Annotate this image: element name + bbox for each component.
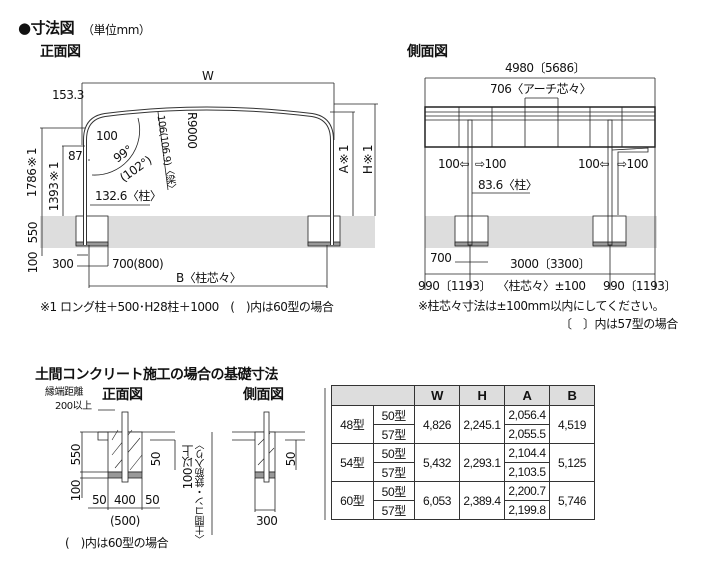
dim-b: B〈柱芯々〉 [176,271,242,285]
foundation-front-heading: 正面図 [102,387,143,403]
sub-model-cell: 50型 [372,481,415,501]
dim-153: 153.3 [52,88,84,102]
side-dim-700: 700 [430,251,452,265]
found-depth-label: 100以上 [181,445,195,490]
foundation-side-heading: 側面図 [243,387,284,403]
edge-distance-value: 200以上 [55,401,92,412]
a-cell: 2,056.4 [504,405,550,425]
sub-model-cell: 57型 [372,462,415,482]
side-dim-span: 3000〔3300〕 [510,257,591,271]
dim-300: 300 [52,257,74,271]
foundation-note: ( )内は60型の場合 [65,536,169,550]
header-h: H [459,385,505,406]
dim-h: H※1 [361,145,375,175]
table-row: 48型 50型 4,826 2,245.1 2,056.4 4,519 [331,405,595,444]
found-dim-500: (500) [110,514,140,528]
found-dim-50-right: 50 [145,493,160,507]
table-row: 60型 50型 6,053 2,389.4 2,200.7 5,746 [331,481,595,520]
found-dim-100: 100 [69,480,83,502]
model-cell: 60型 [331,481,374,520]
dim-total: 4980〔5686〕 [505,61,586,75]
header-b: B [549,385,595,406]
found-side-dim-50: 50 [284,452,298,467]
sub-model-cell: 57型 [372,424,415,444]
radius-label: R9000 [185,112,199,149]
table-row: 57型 2,055.5 [332,424,595,444]
edge-distance-label: 縁端距離 [45,387,84,398]
dim-700: 700(800) [112,257,164,271]
a-cell: 2,104.4 [504,443,550,463]
table-header-row: W H A B [331,385,595,406]
dim-550: 550 [26,222,40,244]
model-cell: 54型 [331,443,374,482]
a-cell: 2,200.7 [504,481,550,501]
found-depth-note: 〈土間コン・鉄筋入り〉 [196,440,207,545]
foundation-title: 土間コンクリート施工の場合の基礎寸法 [35,367,279,383]
table-row: 57型 2,199.8 [332,500,595,520]
sub-model-cell: 50型 [372,443,415,463]
table-row: 57型 2,103.5 [332,462,595,482]
sub-model-cell: 50型 [372,405,415,425]
page-title: ●寸法図 [18,19,75,37]
b-cell: 4,519 [549,405,595,444]
dim-1393: 1393※1 [47,162,61,212]
dim-100b: 100 [26,252,40,274]
dim-arch: 706〈アーチ芯々〉 [490,82,592,96]
side-dim-center: 〈柱芯々〉±100 [497,279,586,293]
w-cell: 6,053 [414,481,460,520]
a-cell: 2,199.8 [504,500,550,520]
front-footing-right [307,215,341,246]
dimension-table: W H A B 48型 50型 4,826 2,245.1 2,056.4 4,… [331,385,595,520]
post-width-label: 132.6〈柱〉 [95,189,162,203]
table-row: 54型 50型 5,432 2,293.1 2,104.4 5,125 [331,443,595,482]
found-dim-400: 400 [114,493,136,507]
side-view-heading: 側面図 [407,44,448,60]
front-view-heading: 正面図 [40,44,81,60]
sub-model-cell: 57型 [372,500,415,520]
h-cell: 2,245.1 [459,405,505,444]
header-a: A [504,385,550,406]
header-w: W [414,385,460,406]
found-dim-50-left: 50 [92,493,107,507]
b-cell: 5,746 [549,481,595,520]
found-dim-550: 550 [69,444,83,466]
dim-100: 100 [96,129,118,143]
w-cell: 4,826 [414,405,460,444]
side-note-2: 〔 〕内は57型の場合 [560,317,678,331]
front-footing-left [75,215,109,246]
dim-100-left-b: 100⇦ [578,157,609,171]
unit-label: （単位mm） [82,23,151,37]
dim-100-right-a: ⇨100 [475,157,506,171]
side-note-1: ※柱芯々寸法は±100mm以内にしてください。 [418,299,665,313]
found-side-dim-300: 300 [256,514,278,528]
a-cell: 2,103.5 [504,462,550,482]
dim-87: 87 [68,149,83,163]
side-roof [424,106,656,148]
model-cell: 48型 [331,405,374,444]
dim-1786: 1786※1 [25,148,39,198]
found-dim-50-depth: 50 [149,452,163,467]
a-cell: 2,055.5 [504,424,550,444]
side-dim-right: 990〔1193〕 [603,279,676,293]
front-note: ※1 ロング柱＋500･H28柱＋1000 ( )内は60型の場合 [40,300,334,314]
side-post-label: 83.6〈柱〉 [478,178,538,192]
dim-100-left-a: 100⇦ [438,157,469,171]
dim-100-right-b: ⇨100 [617,157,648,171]
b-cell: 5,125 [549,443,595,482]
h-cell: 2,293.1 [459,443,505,482]
h-cell: 2,389.4 [459,481,505,520]
header-blank [331,385,415,406]
dim-w: W [202,69,214,83]
w-cell: 5,432 [414,443,460,482]
side-dim-left: 990〔1193〕 [418,279,491,293]
dim-a: A※1 [337,145,351,174]
